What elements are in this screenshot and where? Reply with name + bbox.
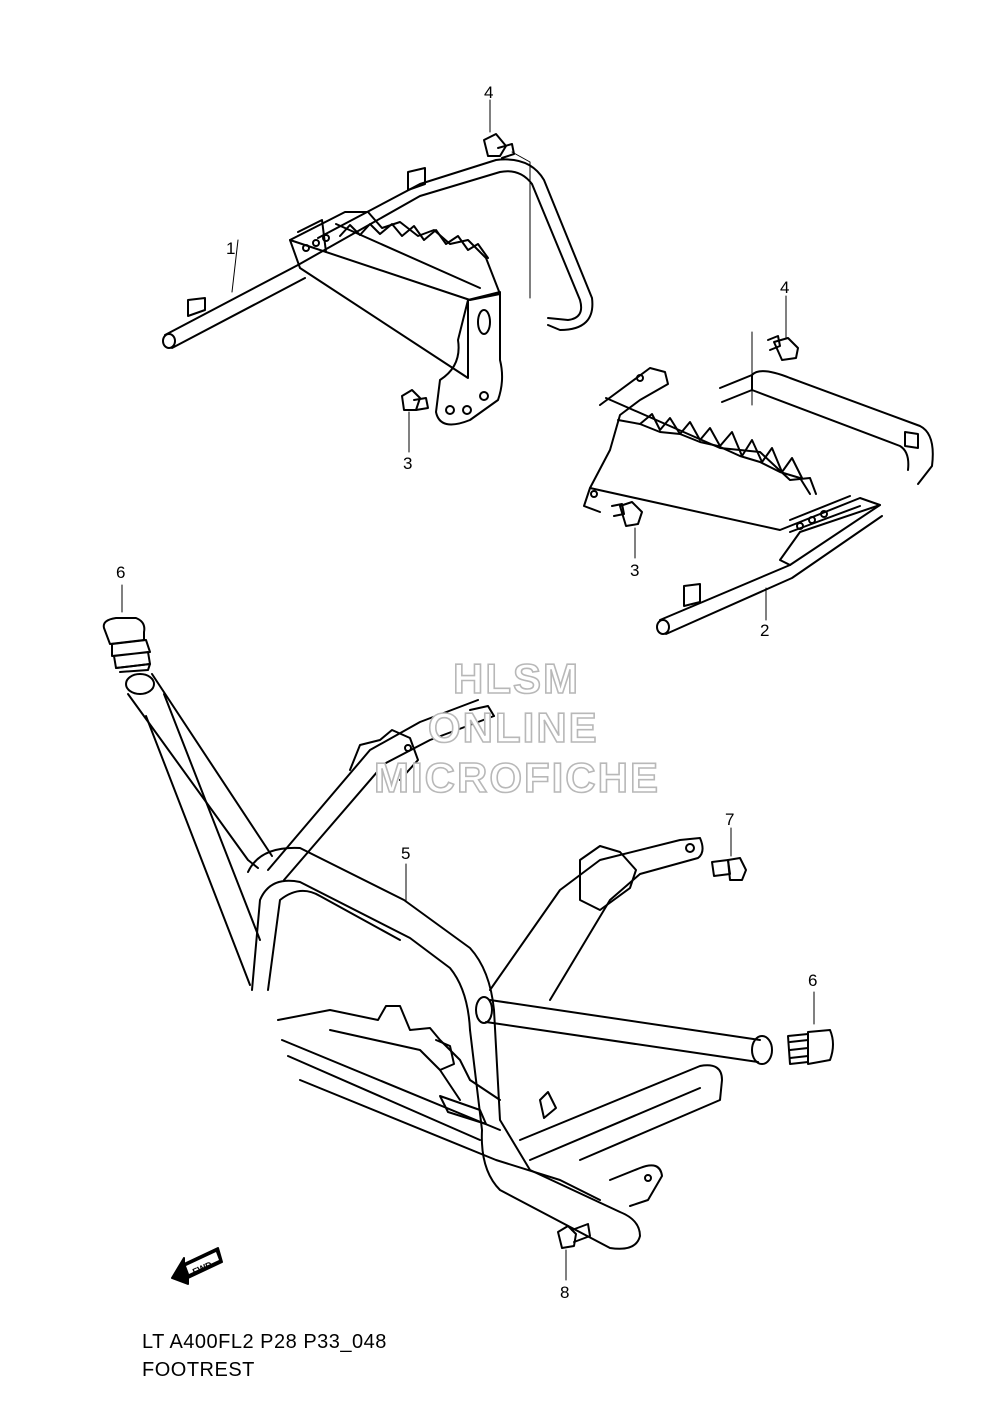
callout-part-1: 1 (226, 239, 236, 258)
callout-part-6-right: 6 (808, 971, 818, 990)
plug-part-6-left (104, 585, 150, 672)
callout-part-6-left: 6 (116, 563, 126, 582)
diagram-code: LT A400FL2 P28 P33_048 (142, 1331, 387, 1353)
plug-part-6-right (788, 992, 833, 1064)
diagram-title: FOOTREST (142, 1359, 255, 1381)
fwd-arrow-icon: FWD (172, 1248, 222, 1284)
bolt-part-3-left (402, 390, 428, 452)
callout-part-5: 5 (401, 844, 411, 863)
watermark-line-3: MICROFICHE (373, 754, 660, 801)
bumper-frame-part-5 (126, 674, 772, 1249)
bolt-part-3-right (612, 502, 642, 558)
callout-part-4-right: 4 (780, 278, 790, 297)
bolt-part-7 (712, 828, 746, 880)
watermark-line-1: HLSM (452, 655, 580, 702)
bolt-part-8 (558, 1224, 590, 1280)
callout-part-3-left: 3 (403, 454, 413, 473)
callout-part-2: 2 (760, 621, 770, 640)
callout-part-3-right: 3 (630, 561, 640, 580)
bolt-part-4-top (484, 100, 530, 298)
callout-part-7: 7 (725, 810, 735, 829)
bolt-part-4-right (752, 296, 798, 405)
callout-part-4-top: 4 (484, 83, 494, 102)
watermark-line-2: ONLINE (427, 704, 599, 751)
footrest-right-part-2 (584, 368, 933, 634)
footrest-left-part-1 (163, 159, 592, 424)
callout-part-8: 8 (560, 1283, 570, 1302)
